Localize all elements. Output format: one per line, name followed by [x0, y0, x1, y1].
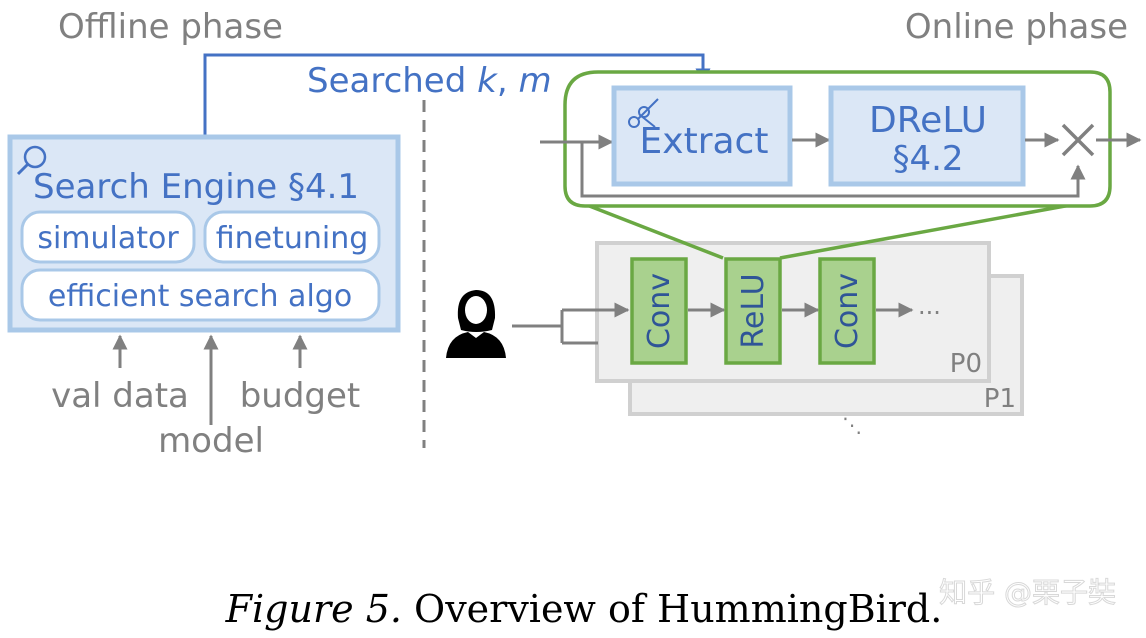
more-panels-ellipsis: ⋱	[842, 413, 862, 437]
simulator-label: simulator	[37, 221, 179, 256]
panel-p0-label: P0	[950, 349, 982, 379]
scissors-icon	[628, 98, 659, 128]
simulator-box	[20, 210, 196, 264]
multiply-icon	[1061, 123, 1095, 157]
finetuning-box	[203, 210, 381, 264]
conv-block-2	[818, 257, 876, 365]
panel-p1-label: P1	[984, 384, 1016, 414]
searched-prefix: Searched	[307, 61, 477, 101]
watermark: 知乎 @栗子奘	[939, 576, 1116, 609]
figure-caption: Figure 5. Overview of HummingBird.	[225, 587, 943, 631]
search-engine-box: Search Engine §4.1 simulator finetuning …	[7, 134, 401, 333]
drelu-label-line1: DReLU	[869, 100, 987, 141]
extract-box	[611, 85, 793, 187]
network-continuation: ...	[918, 292, 941, 320]
searched-m: m	[518, 61, 551, 101]
user-icon	[446, 290, 506, 358]
caption-text: Overview of HummingBird.	[402, 587, 942, 631]
conv-block-1-label: Conv	[642, 273, 677, 349]
finetuning-label: finetuning	[216, 221, 369, 256]
zoom-line-left	[573, 198, 724, 260]
online-phase-label: Online phase	[905, 7, 1128, 47]
searched-km-label: Searched k, m	[307, 61, 552, 101]
magnifier-icon	[16, 145, 47, 176]
budget-label: budget	[240, 376, 361, 416]
val-data-label: val data	[51, 376, 189, 416]
drelu-box	[828, 85, 1026, 187]
conv-block-1	[630, 257, 688, 365]
drelu-label-line2: §4.2	[892, 139, 963, 179]
search-engine-title: Search Engine §4.1	[33, 167, 359, 207]
zoom-line-right	[779, 198, 1099, 260]
skip-connection-arrow	[580, 142, 1086, 198]
searched-k: k	[477, 61, 498, 101]
efficient-search-label: efficient search algo	[48, 279, 352, 314]
relu-block-label: ReLU	[736, 273, 771, 348]
extract-label: Extract	[640, 121, 769, 162]
searched-params-path	[203, 53, 711, 135]
caption-figure-number: Figure 5.	[225, 587, 402, 631]
model-label: model	[158, 421, 264, 461]
relu-block	[724, 257, 782, 365]
offline-phase-label: Offline phase	[58, 7, 283, 47]
searched-sep: ,	[497, 61, 519, 101]
conv-block-2-label: Conv	[830, 273, 865, 349]
efficient-search-box	[20, 268, 381, 322]
